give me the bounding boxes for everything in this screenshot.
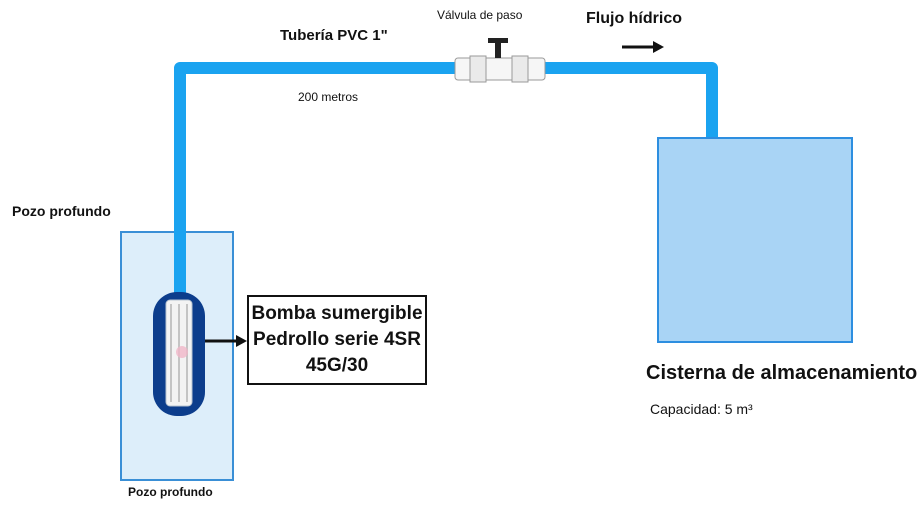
- pump-icon: [153, 292, 205, 416]
- pvc-pipe: [174, 62, 718, 300]
- pipe-label: Tubería PVC 1": [280, 27, 388, 44]
- pump-label-line2: Pedrollo serie 4SR: [253, 329, 421, 350]
- well-label-bottom: Pozo profundo: [128, 485, 213, 499]
- pump-arrow-icon: [205, 335, 247, 347]
- pump-label-box: Bomba sumergible Pedrollo serie 4SR 45G/…: [247, 295, 427, 385]
- valve-icon: [454, 38, 546, 83]
- pipe-length-label: 200 metros: [298, 90, 359, 104]
- pump-label-line1: Bomba sumergible: [251, 303, 423, 324]
- pump-label-line3: 45G/30: [305, 355, 369, 376]
- well-label-top: Pozo profundo: [12, 203, 111, 219]
- valve-label: Válvula de paso: [437, 8, 523, 22]
- flow-label: Flujo hídrico: [586, 10, 682, 27]
- cistern-label: Cisterna de almacenamiento: [646, 362, 918, 384]
- cistern: [657, 137, 853, 343]
- flow-arrow-icon: [622, 41, 664, 53]
- capacity-label: Capacidad: 5 m³: [650, 401, 753, 417]
